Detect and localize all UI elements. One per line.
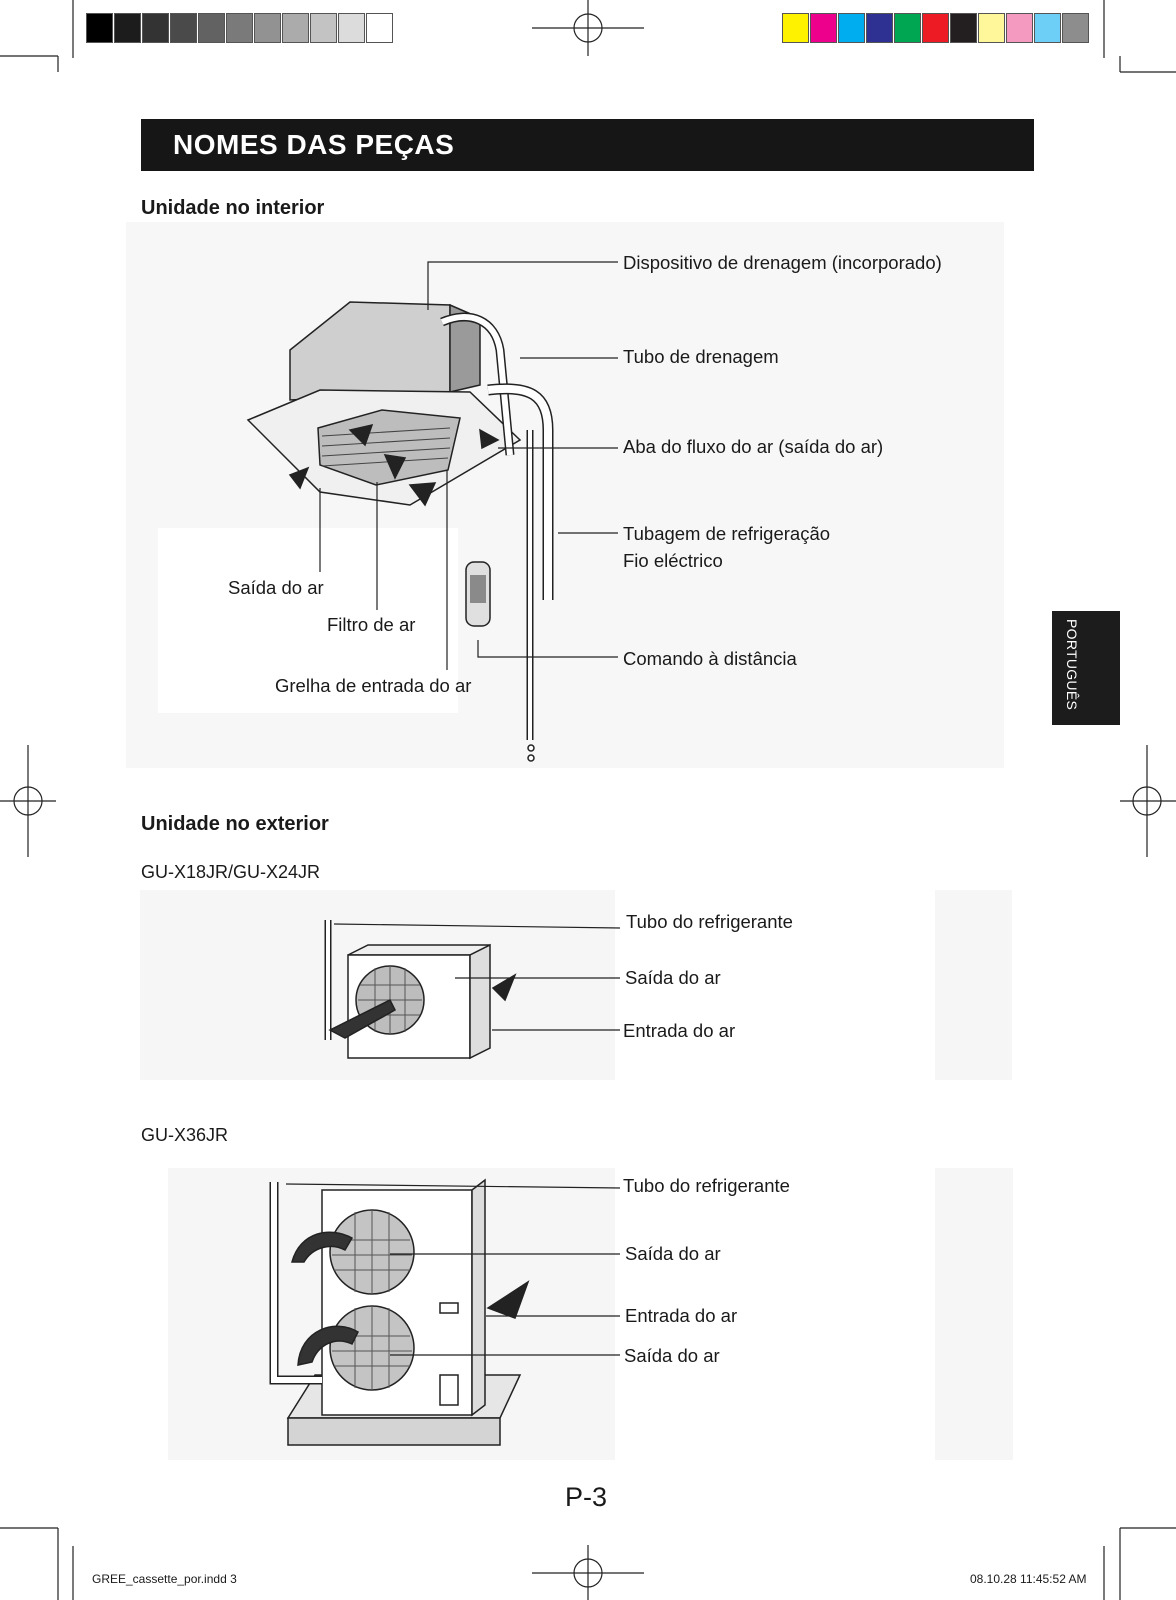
footer-timestamp: 08.10.28 11:45:52 AM bbox=[970, 1572, 1087, 1586]
calibration-swatch bbox=[338, 13, 365, 43]
outdoor-heading: Unidade no exterior bbox=[141, 813, 329, 835]
calibration-swatch bbox=[114, 13, 141, 43]
label-electric-wire: Fio eléctrico bbox=[623, 550, 723, 571]
outdoor-a-leader-lines bbox=[333, 923, 621, 1031]
label-air-flap: Aba do fluxo do ar (saída do ar) bbox=[623, 436, 884, 457]
label-remote-control: Comando à distância bbox=[623, 648, 797, 669]
outdoor-unit-a-drawing bbox=[140, 890, 1012, 1080]
calibration-swatch bbox=[1034, 13, 1061, 43]
label-intake-grille: Grelha de entrada do ar bbox=[275, 675, 472, 696]
calibration-swatch bbox=[282, 13, 309, 43]
calibration-swatch bbox=[198, 13, 225, 43]
label-air-filter: Filtro de ar bbox=[327, 614, 416, 635]
calibration-swatch bbox=[810, 13, 837, 43]
calibration-swatch bbox=[254, 13, 281, 43]
model-b-name: GU-X36JR bbox=[141, 1125, 229, 1145]
model-a-name: GU-X18JR/GU-X24JR bbox=[141, 862, 321, 882]
label-drain-pipe: Tubo de drenagem bbox=[623, 346, 779, 367]
calibration-swatch bbox=[86, 13, 113, 43]
calibration-swatch bbox=[366, 13, 393, 43]
calibration-swatch bbox=[226, 13, 253, 43]
label-refrigerant-piping: Tubagem de refrigeração bbox=[623, 523, 831, 544]
label-b-refrigerant-tube: Tubo do refrigerante bbox=[623, 1175, 790, 1196]
outdoor-unit-b-drawing bbox=[168, 1168, 1013, 1460]
label-b-air-outlet-top: Saída do ar bbox=[625, 1243, 721, 1264]
label-a-air-inlet: Entrada do ar bbox=[623, 1020, 736, 1041]
calibration-swatch bbox=[922, 13, 949, 43]
label-a-refrigerant-tube: Tubo do refrigerante bbox=[626, 911, 793, 932]
label-a-air-outlet: Saída do ar bbox=[625, 967, 721, 988]
label-drain-device: Dispositivo de drenagem (incorporado) bbox=[623, 252, 942, 273]
indoor-heading: Unidade no interior bbox=[141, 197, 325, 219]
calibration-swatch bbox=[838, 13, 865, 43]
calibration-swatch bbox=[782, 13, 809, 43]
calibration-swatch bbox=[866, 13, 893, 43]
calibration-swatch bbox=[950, 13, 977, 43]
calibration-swatch bbox=[978, 13, 1005, 43]
indoor-leader-lines bbox=[319, 261, 618, 670]
language-tab-label: PORTUGUÊS bbox=[1064, 619, 1080, 711]
label-b-air-outlet-bottom: Saída do ar bbox=[624, 1345, 720, 1366]
indoor-unit-drawing bbox=[126, 222, 1004, 768]
label-air-outlet: Saída do ar bbox=[228, 577, 324, 598]
footer-filename: GREE_cassette_por.indd 3 bbox=[92, 1572, 237, 1586]
calibration-swatch bbox=[1062, 13, 1089, 43]
language-tab: PORTUGUÊS bbox=[1052, 611, 1120, 725]
outdoor-b-leader-lines bbox=[285, 1183, 621, 1356]
calibration-swatch bbox=[310, 13, 337, 43]
calibration-swatch bbox=[170, 13, 197, 43]
calibration-swatch bbox=[1006, 13, 1033, 43]
page-title: NOMES DAS PEÇAS bbox=[173, 129, 455, 160]
calibration-swatch bbox=[894, 13, 921, 43]
page-number: P-3 bbox=[565, 1482, 608, 1512]
calibration-swatch bbox=[142, 13, 169, 43]
label-b-air-inlet: Entrada do ar bbox=[625, 1305, 738, 1326]
title-bar bbox=[141, 119, 1034, 171]
